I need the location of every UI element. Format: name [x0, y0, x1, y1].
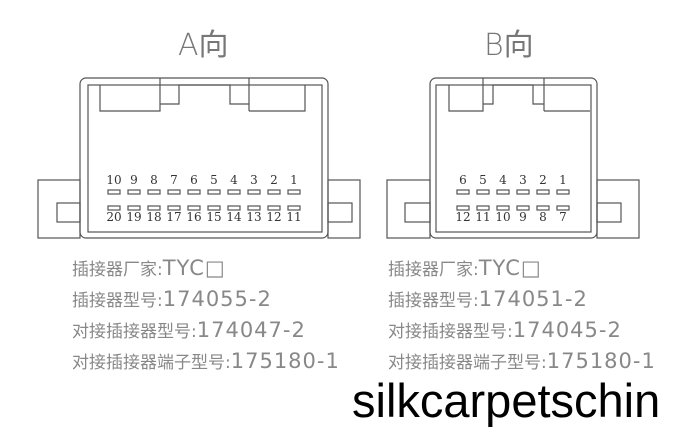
pin-4: [496, 189, 510, 195]
pin-9: [516, 205, 530, 211]
pin-label: 3: [250, 173, 258, 187]
pin-label: 6: [190, 173, 198, 187]
connector-b-spec-model: 插接器型号:174051-2: [388, 287, 588, 312]
pin-3: [516, 189, 530, 195]
pin-label: 9: [130, 173, 138, 187]
pin-18: [147, 205, 161, 211]
spec-value: 174055-2: [162, 287, 272, 311]
connector-a-title: A向: [178, 28, 229, 63]
spec-value: 174051-2: [478, 287, 588, 311]
pin-10: [107, 189, 121, 195]
spec-label: 插接器厂家:: [388, 260, 479, 280]
pin-2: [267, 189, 281, 195]
spec-label: 插接器厂家:: [72, 260, 163, 280]
pin-6: [187, 189, 201, 195]
pin-7: [167, 189, 181, 195]
pin-3: [247, 189, 261, 195]
connector-a-spec-manufacturer: 插接器厂家:TYC□: [72, 256, 226, 281]
pin-10: [496, 205, 510, 211]
pin-12: [456, 205, 470, 211]
connector-a-spec-mating-model: 对接插接器型号:174047-2: [72, 318, 306, 343]
pin-label: 6: [459, 173, 467, 187]
connector-a-spec-model: 插接器型号:174055-2: [72, 287, 272, 312]
pin-5: [207, 189, 221, 195]
pin-label: 8: [539, 210, 547, 224]
pin-16: [187, 205, 201, 211]
pin-label: 10: [495, 210, 510, 224]
pin-7: [556, 205, 570, 211]
connector-b-spec-mating-model: 对接插接器型号:174045-2: [388, 318, 622, 343]
pin-1: [287, 189, 301, 195]
pin-15: [207, 205, 221, 211]
spec-label: 对接插接器型号:: [72, 322, 197, 342]
pin-5: [476, 189, 490, 195]
spec-value: TYC□: [478, 256, 542, 280]
pin-label: 4: [499, 173, 507, 187]
pin-8: [536, 205, 550, 211]
connector-a-spec-terminal-model: 对接插接器端子型号:175180-1: [72, 349, 340, 374]
pin-label: 18: [146, 210, 161, 224]
pin-label: 7: [170, 173, 178, 187]
spec-value: 174047-2: [196, 318, 306, 342]
pin-label: 20: [106, 210, 121, 224]
pin-label: 1: [559, 173, 567, 187]
pin-label: 4: [230, 173, 238, 187]
pin-13: [247, 205, 261, 211]
pin-label: 10: [106, 173, 121, 187]
pin-20: [107, 205, 121, 211]
spec-label: 对接插接器端子型号:: [72, 353, 231, 373]
pin-label: 13: [246, 210, 261, 224]
pin-19: [127, 205, 141, 211]
connector-b-spec-manufacturer: 插接器厂家:TYC□: [388, 256, 542, 281]
pin-label: 5: [479, 173, 487, 187]
pin-2: [536, 189, 550, 195]
spec-label: 对接插接器型号:: [388, 322, 513, 342]
connector-b-title: B向: [484, 28, 534, 63]
pin-label: 11: [286, 210, 301, 224]
pin-label: 2: [270, 173, 278, 187]
pin-label: 14: [226, 210, 242, 224]
pin-label: 16: [186, 210, 201, 224]
pin-4: [227, 189, 241, 195]
pin-8: [147, 189, 161, 195]
pin-label: 1: [290, 173, 298, 187]
pin-label: 5: [210, 173, 218, 187]
pin-14: [227, 205, 241, 211]
spec-label: 插接器型号:: [72, 291, 163, 311]
pin-label: 8: [150, 173, 158, 187]
spec-value: 175180-1: [230, 349, 340, 373]
pin-label: 3: [519, 173, 527, 187]
pin-label: 17: [166, 210, 181, 224]
pin-9: [127, 189, 141, 195]
connector-b-spec-terminal-model: 对接插接器端子型号:175180-1: [388, 349, 656, 374]
spec-label: 对接插接器端子型号:: [388, 353, 547, 373]
spec-value: 174045-2: [512, 318, 622, 342]
pin-label: 15: [206, 210, 221, 224]
pin-11: [287, 205, 301, 211]
pin-label: 9: [519, 210, 527, 224]
spec-value: 175180-1: [546, 349, 656, 373]
pin-label: 7: [559, 210, 567, 224]
pin-label: 12: [455, 210, 470, 224]
pin-label: 19: [126, 210, 141, 224]
pin-11: [476, 205, 490, 211]
pin-label: 11: [475, 210, 490, 224]
pin-6: [456, 189, 470, 195]
pin-17: [167, 205, 181, 211]
pin-label: 2: [539, 173, 547, 187]
pin-1: [556, 189, 570, 195]
spec-label: 插接器型号:: [388, 291, 479, 311]
pin-label: 12: [266, 210, 281, 224]
spec-value: TYC□: [162, 256, 226, 280]
watermark: silkcarpetschin: [352, 374, 661, 427]
pin-12: [267, 205, 281, 211]
